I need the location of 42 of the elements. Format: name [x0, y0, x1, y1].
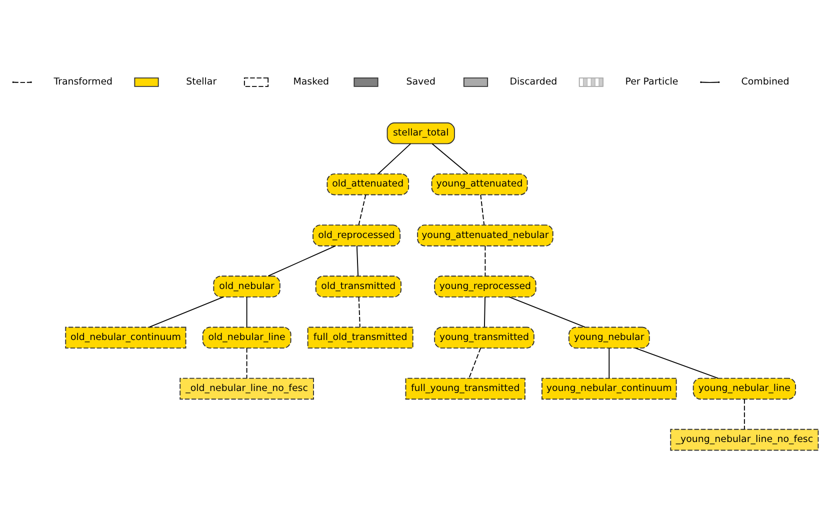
- legend-label: Transformed: [54, 76, 113, 88]
- connector: [634, 347, 718, 378]
- legend-label: Stellar: [186, 76, 217, 88]
- node-box: young_attenuated_nebular: [417, 224, 554, 246]
- connector: [484, 244, 486, 276]
- node-box: old_attenuated: [326, 172, 410, 195]
- connector: [744, 398, 745, 430]
- node-box: old_reprocessed: [312, 224, 401, 246]
- node-box: young_attenuated: [431, 172, 528, 195]
- legend-label: Masked: [293, 76, 330, 88]
- connector: [268, 244, 336, 276]
- node-box: old_nebular: [213, 275, 280, 297]
- node-box: young_reprocessed: [434, 275, 536, 297]
- node-box: young_nebular_continuum: [542, 377, 677, 400]
- node-box: _old_nebular_line_no_fesc: [180, 377, 314, 400]
- connector: [484, 296, 486, 327]
- node-box: young_nebular: [568, 326, 650, 348]
- connector: [508, 296, 586, 328]
- connector: [246, 347, 248, 378]
- node-box: young_transmitted: [434, 326, 534, 348]
- node-box: old_nebular_line: [202, 326, 292, 348]
- node-box: _young_nebular_line_no_fesc: [670, 428, 819, 450]
- node-box: stellar_total: [386, 122, 455, 144]
- connector: [358, 296, 360, 327]
- connector: [148, 296, 224, 328]
- connector: [468, 347, 482, 378]
- connector: [432, 142, 468, 174]
- connector: [358, 194, 366, 225]
- connector: [608, 347, 610, 378]
- legend-label: Discarded: [510, 76, 558, 88]
- legend-label: Combined: [741, 76, 790, 88]
- connector: [480, 194, 485, 225]
- node-box: old_transmitted: [315, 275, 402, 297]
- node-box: full_young_transmitted: [405, 377, 526, 400]
- connector: [246, 296, 248, 327]
- legend-label: Saved: [406, 76, 436, 88]
- connector: [378, 142, 412, 174]
- connector: [356, 244, 359, 276]
- node-box: young_nebular_line: [692, 377, 796, 400]
- legend-label: Per Particle: [625, 76, 678, 88]
- node-box: full_old_transmitted: [307, 326, 414, 348]
- node-box: old_nebular_continuum: [65, 326, 186, 348]
